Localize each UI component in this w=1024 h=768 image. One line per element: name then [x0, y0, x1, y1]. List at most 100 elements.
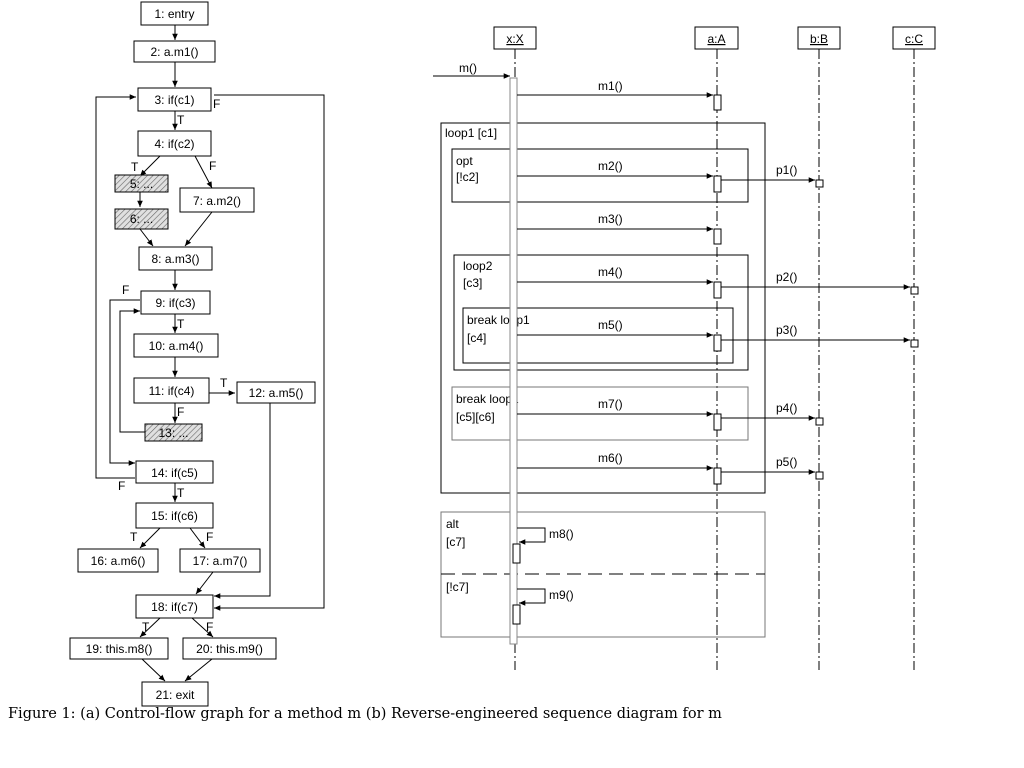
- activation-x: [509, 77, 518, 645]
- message-label-p4: p4(): [776, 401, 797, 415]
- activation-c-p3: [910, 339, 919, 348]
- cfg-node-21-label: 21: exit: [156, 688, 195, 702]
- message-label-m9: m9(): [549, 588, 574, 602]
- cfg-node-20: [182, 637, 277, 660]
- activation-a-m3: [713, 228, 722, 245]
- cfg-node-labels: 1: entry 2: a.m1() 3: if(c1) 4: if(c2) 5…: [86, 7, 304, 702]
- message-arrow-m8: [517, 527, 546, 545]
- cfg-node-15: [135, 502, 214, 529]
- cfg-node-11-label: 11: if(c4): [149, 384, 195, 398]
- edge-label-f: F: [206, 530, 213, 544]
- cfg-node-1-label: 1: entry: [154, 7, 194, 21]
- edge-label-f: F: [206, 620, 213, 634]
- fragment-break2: [451, 386, 749, 441]
- fragment-loop2: [453, 254, 749, 371]
- fragment-break2-label: break loop1: [456, 392, 519, 406]
- fragment-loop2-label: loop2: [463, 259, 493, 273]
- activation-a-m5: [713, 334, 722, 352]
- message-label-m: m(): [459, 61, 477, 75]
- activation-x-m8: [512, 543, 521, 564]
- cfg-node-7-label: 7: a.m2(): [193, 194, 241, 208]
- cfg-node-13: [144, 423, 203, 442]
- cfg-node-18-label: 18: if(c7): [151, 600, 198, 614]
- fragment-break2-guard: [c5][c6]: [456, 410, 495, 424]
- activation-a-m4: [713, 281, 722, 299]
- message-label-m2: m2(): [598, 159, 623, 173]
- activation-b-p5: [815, 471, 824, 480]
- cfg-node-11: [133, 377, 210, 404]
- edge-label-t: T: [177, 486, 185, 500]
- message-arrow-m9: [517, 588, 546, 606]
- cfg-node-16-label: 16: a.m6(): [91, 554, 146, 568]
- cfg-node-3: [137, 87, 212, 112]
- cfg-node-12: [236, 381, 316, 404]
- message-label-p2: p2(): [776, 270, 797, 284]
- fragment-loop1: [440, 122, 766, 494]
- cfg-node-2-label: 2: a.m1(): [150, 45, 198, 59]
- message-label-m8: m8(): [549, 527, 574, 541]
- control-flow-graph: [69, 1, 325, 707]
- fragment-opt-guard: [!c2]: [456, 170, 479, 184]
- cfg-node-4-label: 4: if(c2): [154, 137, 194, 151]
- fragment-alt-guard2: [!c7]: [446, 580, 469, 594]
- message-label-p1: p1(): [776, 163, 797, 177]
- edge-label-f: F: [209, 159, 216, 173]
- cfg-node-14-label: 14: if(c5): [151, 466, 198, 480]
- cfg-node-19-label: 19: this.m8(): [86, 642, 153, 656]
- edge-label-t: T: [142, 620, 150, 634]
- cfg-node-12-label: 12: a.m5(): [249, 386, 304, 400]
- cfg-node-17: [179, 548, 261, 573]
- cfg-node-17-label: 17: a.m7(): [193, 554, 248, 568]
- lifeline-label-a: a:A: [707, 32, 725, 46]
- activation-c-p2: [910, 286, 919, 295]
- cfg-node-10-label: 10: a.m4(): [149, 339, 204, 353]
- cfg-node-2: [133, 40, 216, 63]
- lifeline-label-b: b:B: [810, 32, 828, 46]
- sequence-diagram: x:X a:A b:B c:C loop1 [c1] opt [!c2] loo…: [433, 26, 936, 670]
- message-label-m3: m3(): [598, 212, 623, 226]
- fragment-opt: [451, 148, 749, 203]
- figure-caption: Figure 1: (a) Control-flow graph for a m…: [8, 706, 722, 722]
- activation-x-m9: [512, 604, 521, 625]
- message-label-m7: m7(): [598, 397, 623, 411]
- activation-b-p1: [815, 179, 824, 188]
- edge-label-t: T: [177, 113, 185, 127]
- cfg-node-7: [179, 187, 255, 213]
- fragment-break1-guard: [c4]: [467, 331, 486, 345]
- activation-a-m6: [713, 467, 722, 485]
- cfg-edge-labels: T F T F F T T F T F T F T F: [118, 97, 228, 634]
- message-label-p3: p3(): [776, 323, 797, 337]
- cfg-node-18: [135, 594, 214, 619]
- cfg-node-13-label: 13: ...: [158, 426, 188, 440]
- lifeline-label-c: c:C: [905, 32, 923, 46]
- cfg-node-1: [140, 1, 209, 26]
- message-label-m6: m6(): [598, 451, 623, 465]
- activation-a-m1: [713, 94, 722, 111]
- cfg-node-6: [114, 208, 169, 230]
- cfg-node-16: [77, 548, 159, 573]
- message-label-m1: m1(): [598, 79, 623, 93]
- cfg-edges: [95, 25, 325, 682]
- cfg-node-5-label: 5: ...: [130, 177, 153, 191]
- activation-b-p4: [815, 417, 824, 426]
- cfg-node-9: [140, 290, 211, 315]
- cfg-node-3-label: 3: if(c1): [154, 93, 194, 107]
- cfg-node-19: [69, 637, 169, 660]
- cfg-node-6-label: 6: ...: [130, 212, 153, 226]
- cfg-node-15-label: 15: if(c6): [151, 509, 198, 523]
- message-label-m5: m5(): [598, 318, 623, 332]
- cfg-node-5: [114, 174, 169, 193]
- fragment-break1: [462, 307, 734, 364]
- cfg-node-8-label: 8: a.m3(): [151, 252, 199, 266]
- activation-a-m7: [713, 413, 722, 431]
- edge-label-t: T: [220, 376, 228, 390]
- cfg-node-21: [141, 681, 209, 707]
- activation-a-m2: [713, 175, 722, 193]
- lifeline-label-x: x:X: [506, 32, 523, 46]
- edge-label-t: T: [131, 160, 139, 174]
- edge-label-f: F: [122, 283, 129, 297]
- cfg-node-8: [138, 246, 213, 271]
- edge-label-t: T: [130, 530, 138, 544]
- edge-label-t: T: [177, 317, 185, 331]
- cfg-node-20-label: 20: this.m9(): [196, 642, 263, 656]
